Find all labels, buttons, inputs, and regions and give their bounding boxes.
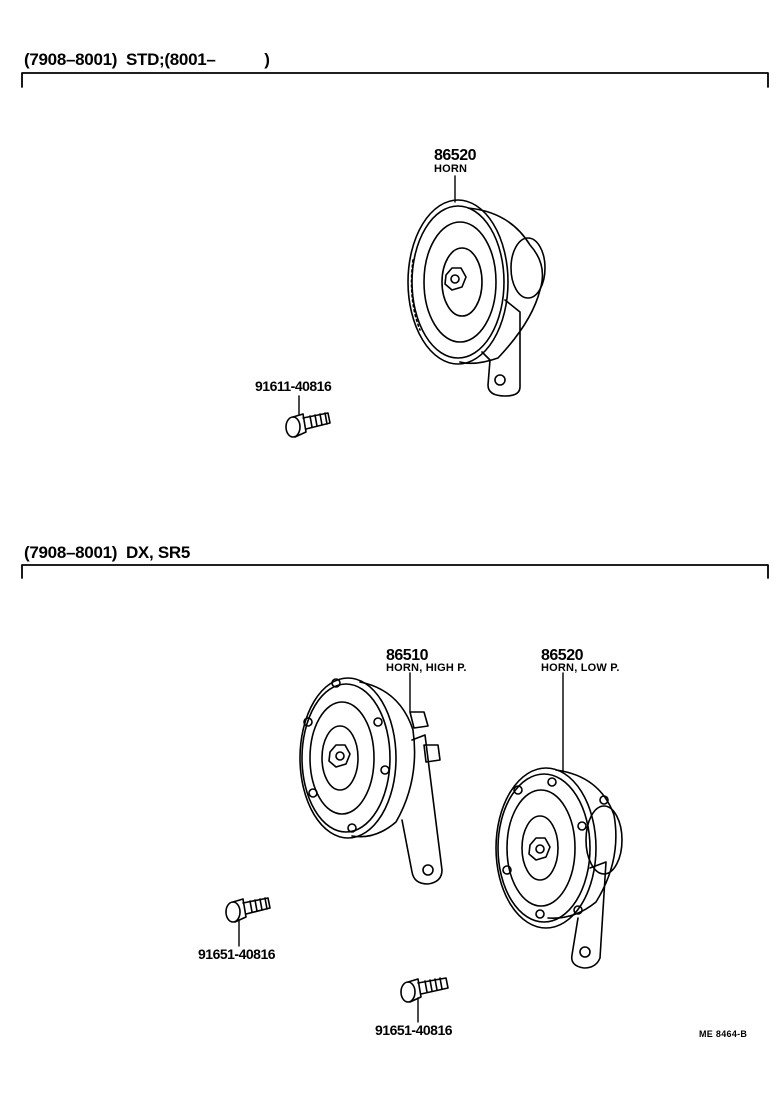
section-header-dx-sr5: (7908–8001) DX, SR5 bbox=[24, 543, 190, 562]
part-number-bolt-bottom: 91651-40816 bbox=[375, 1022, 453, 1038]
part-number-horn-low: 86520 bbox=[541, 647, 584, 664]
part-number-bolt-left: 91651-40816 bbox=[198, 946, 276, 962]
bolt-91611-drawing bbox=[285, 412, 331, 438]
part-name-horn-high: HORN, HIGH P. bbox=[386, 662, 467, 674]
section-bracket-std bbox=[21, 72, 769, 88]
horn-86520-low-drawing bbox=[495, 767, 623, 969]
section-bracket-dx-sr5 bbox=[21, 564, 769, 579]
horn-86510-high-drawing bbox=[299, 677, 443, 885]
part-name-horn-std: HORN bbox=[434, 163, 468, 175]
section-header-std: (7908–8001) STD;(8001– ) bbox=[24, 50, 270, 69]
part-number-bolt-std: 91611-40816 bbox=[255, 378, 332, 394]
bolt-91651-bottom-drawing bbox=[400, 977, 449, 1003]
leader-lines bbox=[238, 175, 564, 1023]
figure-code: ME 8464-B bbox=[699, 1029, 748, 1039]
part-name-horn-low: HORN, LOW P. bbox=[541, 662, 620, 674]
part-number-horn-std: 86520 bbox=[434, 147, 477, 164]
bolt-91651-left-drawing bbox=[225, 897, 271, 923]
part-number-horn-high: 86510 bbox=[386, 647, 429, 664]
horn-86520-std-drawing bbox=[407, 199, 546, 397]
